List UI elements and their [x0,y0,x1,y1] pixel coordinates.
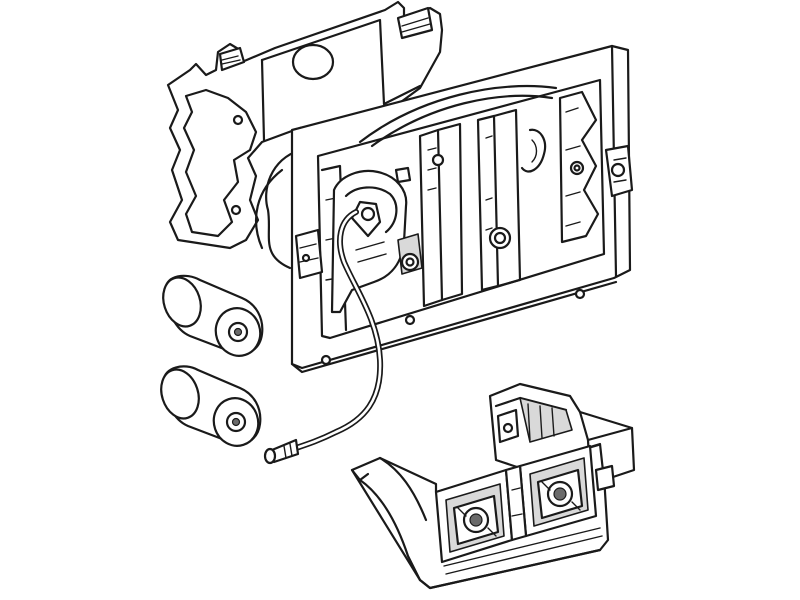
socket-icon [469,513,483,527]
socket-icon [553,487,567,501]
battery-2 [160,365,262,447]
mounting-hole-icon [291,43,335,81]
valve-screw-icon [360,206,376,222]
cable [263,209,384,465]
electronic-module [350,382,636,590]
battery-terminal-icon [233,327,243,337]
front-frame [290,44,634,374]
battery-1 [162,274,264,357]
rear-mounting-plate [166,0,444,270]
battery-terminal-icon [231,417,241,427]
